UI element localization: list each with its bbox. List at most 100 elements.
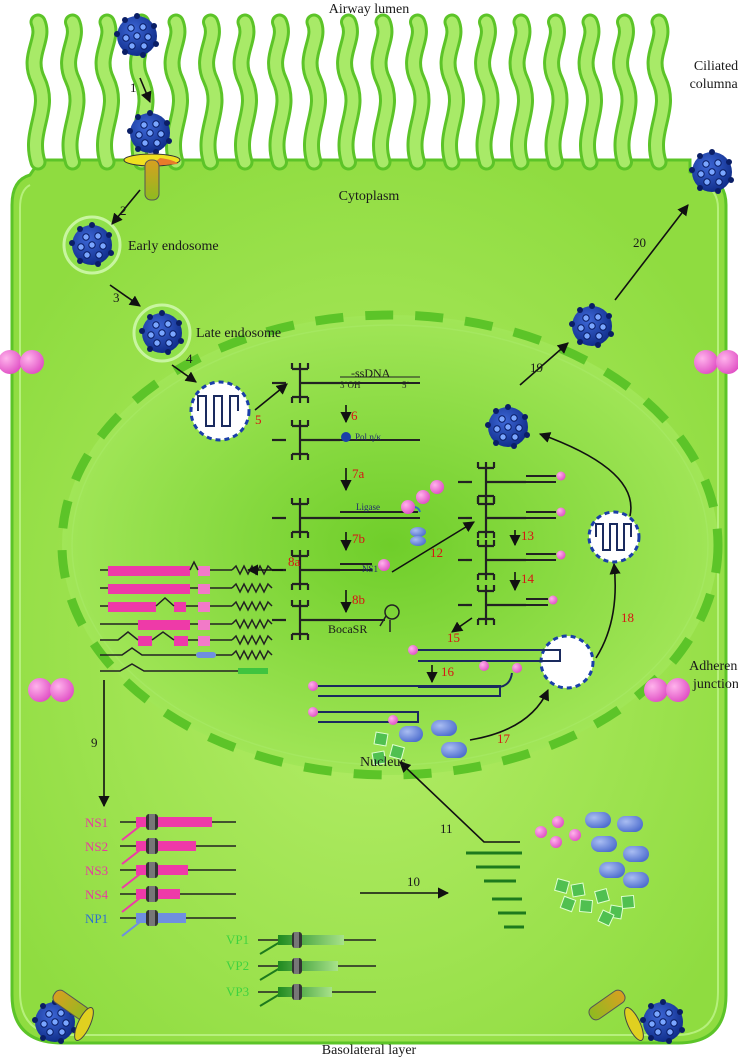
label-ns4: NS4 bbox=[85, 887, 109, 902]
label-nucleus: Nucleus bbox=[360, 755, 406, 770]
virion-lumen bbox=[113, 12, 160, 59]
label-early-endosome: Early endosome bbox=[128, 239, 219, 254]
cilium-core bbox=[63, 16, 83, 168]
capsid-proteins-nucleus bbox=[371, 715, 467, 766]
step-8a: 8a bbox=[288, 554, 301, 569]
junction-right-upper bbox=[694, 350, 738, 374]
label-ligase: Ligase bbox=[356, 502, 380, 512]
translated-proteins-cytoplasm bbox=[466, 812, 649, 929]
ns1-step-genome bbox=[270, 548, 390, 592]
cilium-core bbox=[97, 16, 117, 168]
cilium-core bbox=[166, 16, 186, 168]
bocasr-genome bbox=[270, 598, 400, 642]
step-19: 19 bbox=[530, 360, 543, 375]
junction-left-lower bbox=[28, 678, 74, 702]
label-np1: NP1 bbox=[85, 911, 108, 926]
ns-protein-constructs bbox=[120, 814, 236, 937]
ns-construct bbox=[120, 814, 236, 841]
label-3oh: 3’OH bbox=[340, 380, 361, 390]
label-ns2: NS2 bbox=[85, 839, 108, 854]
uncoated-capsid bbox=[189, 380, 251, 442]
receptor-apical bbox=[123, 153, 181, 201]
ns-construct bbox=[120, 862, 236, 889]
uncoated-capsid-right bbox=[587, 510, 641, 564]
vp-construct bbox=[258, 984, 376, 1007]
junction-right-lower bbox=[644, 678, 690, 702]
label-columnar: columnar bbox=[690, 77, 738, 92]
cilium-core bbox=[615, 16, 635, 168]
ns-construct bbox=[120, 910, 236, 937]
label-vp1: VP1 bbox=[226, 932, 249, 947]
step-8b: 8b bbox=[352, 592, 365, 607]
cilium-core bbox=[28, 16, 48, 168]
receptor-basolateral-left bbox=[52, 989, 94, 1042]
label-adherens: Adherens bbox=[689, 659, 738, 674]
label-late-endosome: Late endosome bbox=[196, 326, 281, 341]
step-15: 15 bbox=[447, 630, 460, 645]
ns1-proteins-nucleus bbox=[401, 480, 444, 546]
cilium-core bbox=[270, 16, 290, 168]
step-7b: 7b bbox=[352, 531, 365, 546]
replication-genome-2 bbox=[456, 538, 566, 582]
cilium-core bbox=[477, 16, 497, 168]
step-20: 20 bbox=[633, 235, 646, 250]
step-1: 1 bbox=[130, 80, 137, 95]
cilium-core bbox=[304, 16, 324, 168]
step-5: 5 bbox=[255, 412, 262, 427]
cilium-core bbox=[546, 16, 566, 168]
label-ssdna: -ssDNA bbox=[351, 366, 391, 380]
step-4: 4 bbox=[186, 351, 193, 366]
label-pol: Pol η/κ bbox=[355, 432, 381, 442]
label-ns1: NS1 bbox=[85, 815, 108, 830]
pathway-arrows bbox=[98, 77, 689, 899]
cilium-core bbox=[580, 16, 600, 168]
early-endosome bbox=[62, 215, 122, 275]
cilium-core bbox=[511, 16, 531, 168]
step-12: 12 bbox=[430, 545, 443, 560]
ns-construct bbox=[120, 838, 236, 865]
vp-construct bbox=[258, 958, 376, 981]
label-vp3: VP3 bbox=[226, 984, 249, 999]
step-10: 10 bbox=[407, 874, 420, 889]
junction-left-upper bbox=[0, 350, 44, 374]
step-3: 3 bbox=[113, 290, 120, 305]
label-ns1-small: NS1 bbox=[362, 564, 378, 574]
replication-genome-3 bbox=[456, 583, 558, 627]
step-17: 17 bbox=[497, 731, 511, 746]
step-11: 11 bbox=[440, 821, 453, 836]
step-2: 2 bbox=[120, 203, 127, 218]
label-ns3: NS3 bbox=[85, 863, 108, 878]
cilium-core bbox=[408, 16, 428, 168]
cilium-core bbox=[235, 16, 255, 168]
vp-protein-constructs bbox=[258, 932, 376, 1007]
ssdna-genome bbox=[270, 361, 420, 405]
step-18: 18 bbox=[621, 610, 634, 625]
label-airway-lumen: Airway lumen bbox=[329, 2, 409, 17]
replication-genome-top bbox=[456, 460, 566, 504]
label-vp2: VP2 bbox=[226, 958, 249, 973]
progeny-ssdna bbox=[308, 645, 561, 723]
cilia bbox=[25, 13, 672, 171]
replication-genome-1 bbox=[456, 496, 566, 540]
cilium-core bbox=[649, 16, 669, 168]
cilium-core bbox=[201, 16, 221, 168]
viral-transcripts bbox=[100, 560, 273, 674]
cilium-core bbox=[339, 16, 359, 168]
label-bocasr: BocaSR bbox=[328, 622, 367, 636]
label-junction: junction bbox=[692, 677, 738, 692]
vp-construct bbox=[258, 932, 376, 955]
ns-construct bbox=[120, 886, 236, 913]
step-7a: 7a bbox=[352, 466, 365, 481]
label-5prime: 5’ bbox=[402, 380, 410, 390]
label-cytoplasm: Cytoplasm bbox=[339, 189, 400, 204]
late-endosome bbox=[132, 303, 192, 363]
label-basolateral: Basolateral layer bbox=[322, 1043, 417, 1057]
step-9: 9 bbox=[91, 735, 98, 750]
step-13: 13 bbox=[521, 528, 534, 543]
cilium-core bbox=[373, 16, 393, 168]
label-ciliated: Ciliated bbox=[694, 59, 738, 74]
step-14: 14 bbox=[521, 571, 535, 586]
pol-step-genome bbox=[270, 418, 420, 462]
step-6: 6 bbox=[351, 408, 358, 423]
